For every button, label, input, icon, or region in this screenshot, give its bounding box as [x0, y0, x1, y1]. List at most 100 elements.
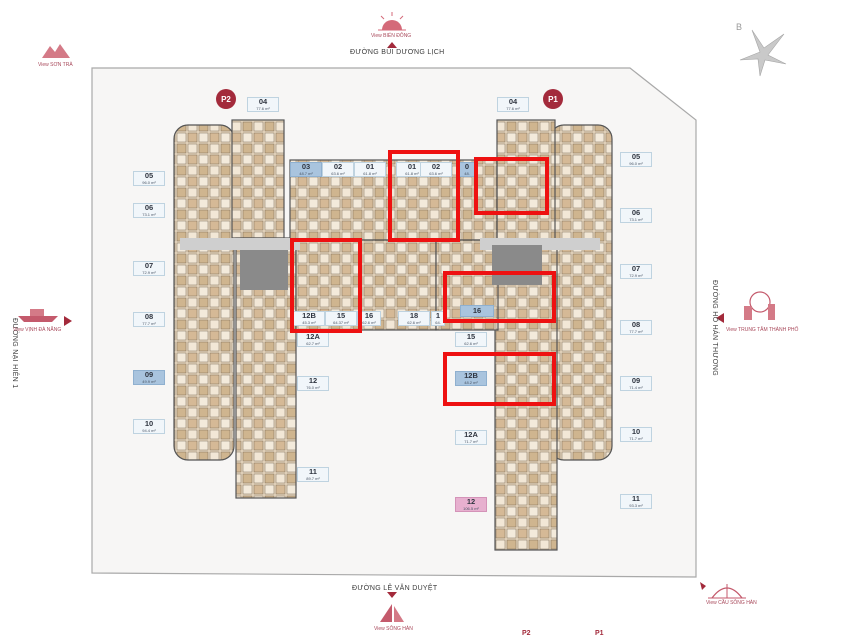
- unit-number: 03: [301, 162, 311, 172]
- view-right-label: View TRUNG TÂM THÀNH PHỐ: [726, 327, 799, 333]
- compass-letter: B: [736, 22, 743, 32]
- unit-number: 12: [466, 497, 476, 507]
- unit-number: 09: [631, 376, 641, 386]
- unit-area: 96.0 m²: [629, 160, 643, 166]
- unit-p1-16[interactable]: 16: [460, 305, 494, 317]
- view-left-label: View VỊNH ĐÀ NẴNG: [13, 327, 62, 333]
- unit-area: 73.1 m²: [629, 216, 643, 222]
- highlight-box-p2-12b-15: [290, 238, 362, 333]
- unit-area: 48.2 m²: [464, 379, 478, 385]
- unit-number: 08: [631, 320, 641, 330]
- highlight-box-p1-12b: [443, 352, 556, 406]
- sun-view-icon: [378, 12, 406, 31]
- tower-badge-p2[interactable]: P2: [216, 89, 236, 109]
- unit-number: 02: [431, 162, 441, 172]
- unit-area: 72.9 m²: [142, 269, 156, 275]
- view-top-label: View BIỂN ĐÔNG: [371, 33, 412, 39]
- unit-area: 62.6 m²: [464, 340, 478, 346]
- bottom-tab-p2[interactable]: P2: [522, 630, 531, 637]
- unit-number: 07: [631, 264, 641, 274]
- unit-number: 06: [144, 203, 154, 213]
- tower-p2-building: [173, 119, 437, 499]
- unit-number: 16: [364, 311, 374, 321]
- unit-area: 73.1 m²: [142, 211, 156, 217]
- unit-number: 15: [336, 311, 346, 321]
- unit-number: 04: [258, 97, 268, 107]
- highlight-box-p1-16: [443, 271, 556, 323]
- compass-icon: [739, 29, 787, 77]
- unit-number: 08: [144, 312, 154, 322]
- unit-number: 12B: [464, 371, 478, 381]
- unit-area: 76.0 m²: [306, 384, 320, 390]
- unit-area: 62.6 m²: [407, 319, 421, 325]
- unit-number: 07: [144, 261, 154, 271]
- street-right-label: ĐƯỜNG HỒ HÁN THƯƠNG: [711, 280, 718, 377]
- unit-area: 71.7 m²: [464, 438, 478, 444]
- unit-area: 64.37 m²: [333, 319, 349, 325]
- unit-number: 15: [466, 332, 476, 342]
- bottom-tab-p1[interactable]: P1: [595, 630, 604, 637]
- unit-number: 0: [464, 162, 470, 172]
- unit-area: 94.4 m²: [142, 427, 156, 433]
- unit-area: 89.7 m²: [306, 475, 320, 481]
- unit-number: 12A: [306, 332, 320, 342]
- unit-number: 10: [631, 427, 641, 437]
- city-view-icon: [716, 291, 775, 323]
- unit-number: 05: [144, 171, 154, 181]
- unit-area: 77.7 m²: [629, 328, 643, 334]
- unit-area: 61.8 m²: [405, 170, 419, 176]
- tower-badge-p1[interactable]: P1: [543, 89, 563, 109]
- unit-number: 12B: [302, 311, 316, 321]
- unit-number: 01: [407, 162, 417, 172]
- unit-area: 49.9 m²: [142, 378, 156, 384]
- unit-number: 18: [409, 311, 419, 321]
- highlight-box-p1-01-02: [388, 150, 460, 242]
- unit-area: 48.7 m²: [299, 170, 313, 176]
- tower-p1-building: [389, 119, 613, 551]
- mountain-view-icon: [42, 44, 70, 58]
- north-arrow-top: [387, 42, 397, 48]
- unit-number: 12A: [464, 430, 478, 440]
- unit-number: 1: [435, 311, 441, 321]
- unit-area: 93.3 m²: [629, 502, 643, 508]
- street-top-label: ĐƯỜNG BÙI DƯƠNG LỊCH: [350, 49, 445, 56]
- unit-number: 10: [144, 419, 154, 429]
- unit-area: 71.7 m²: [629, 435, 643, 441]
- unit-area: 61.8 m²: [363, 170, 377, 176]
- ship-view-icon: [18, 309, 72, 326]
- unit-number: 09: [144, 370, 154, 380]
- unit-area: 72.9 m²: [629, 272, 643, 278]
- highlight-box-p1-04-area: [474, 157, 549, 215]
- view-top-left-label: View SƠN TRÀ: [38, 62, 73, 68]
- unit-area: 96.0 m²: [142, 179, 156, 185]
